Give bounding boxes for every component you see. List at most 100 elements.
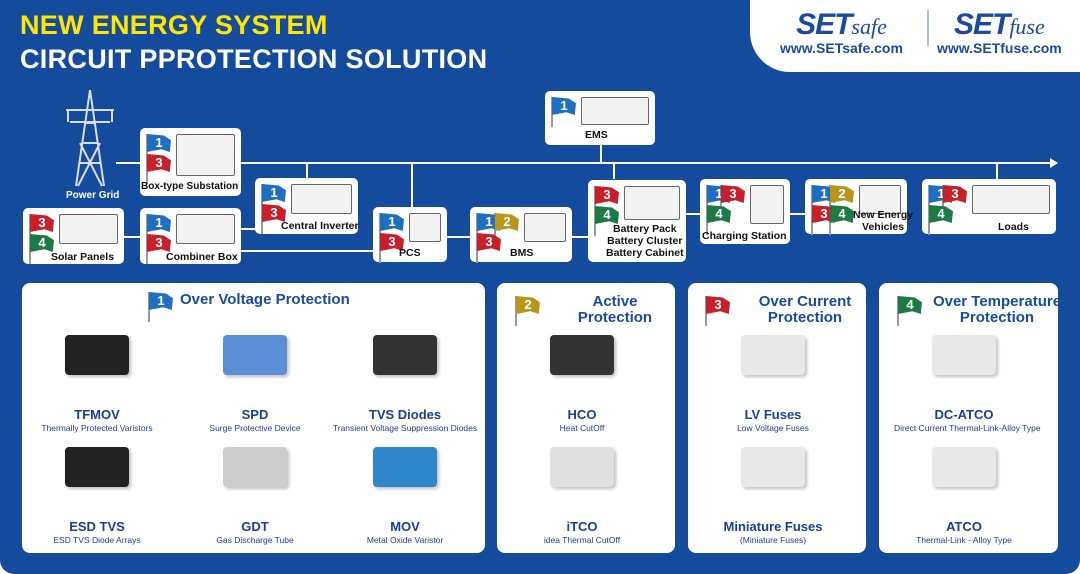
flag-pole bbox=[148, 292, 150, 322]
logo-header-panel bbox=[750, 0, 1080, 72]
node-label: Box-type Substation bbox=[141, 181, 239, 192]
product-image-hco bbox=[550, 335, 614, 375]
connector bbox=[241, 250, 373, 252]
product-name: HCO bbox=[567, 407, 597, 422]
setsafe-url[interactable]: www.SETsafe.com bbox=[780, 40, 903, 56]
flag-1-icon: 1 bbox=[147, 134, 171, 152]
device-illustration bbox=[972, 185, 1050, 214]
flag-pole bbox=[594, 186, 596, 216]
flag-3-icon: 3 bbox=[595, 186, 619, 204]
flag-pole bbox=[379, 213, 381, 243]
connector bbox=[447, 236, 470, 238]
node-label: Charging Station bbox=[702, 230, 787, 242]
flag-pole bbox=[705, 296, 707, 326]
product-name: ATCO bbox=[946, 519, 982, 534]
logo-suffix: safe bbox=[851, 14, 887, 39]
flag-3-icon: 3 bbox=[147, 234, 171, 252]
product-description: Low Voltage Fuses bbox=[737, 423, 809, 433]
product-name: DC-ATCO bbox=[934, 407, 994, 422]
product-name: iTCO bbox=[566, 519, 598, 534]
product-miniature-fuses[interactable]: Miniature Fuses(Miniature Fuses) bbox=[703, 519, 843, 545]
flag-2-icon: 2 bbox=[830, 185, 854, 203]
connector bbox=[411, 162, 413, 207]
setsafe-logo[interactable]: SETsafe www.SETsafe.com bbox=[780, 8, 903, 56]
logo-suffix: fuse bbox=[1009, 14, 1045, 39]
connector bbox=[600, 145, 602, 162]
logo-brand: SET bbox=[796, 8, 852, 41]
flag-pole bbox=[515, 296, 517, 326]
product-image-lv-fuses bbox=[741, 335, 805, 375]
device-illustration bbox=[624, 186, 680, 220]
product-description: Gas Discharge Tube bbox=[216, 535, 294, 545]
product-description: Transient Voltage Suppression Diodes bbox=[332, 423, 478, 433]
flag-pole bbox=[146, 214, 148, 244]
flag-pole bbox=[811, 205, 813, 235]
connector bbox=[790, 213, 805, 215]
flag-4-icon: 4 bbox=[30, 234, 54, 252]
title-line-1: NEW ENERGY SYSTEM bbox=[20, 10, 328, 40]
product-description: idea Thermal CutOff bbox=[543, 535, 621, 545]
connector bbox=[996, 162, 998, 179]
flag-pole bbox=[811, 185, 813, 215]
setfuse-url[interactable]: www.SETfuse.com bbox=[937, 40, 1062, 56]
setfuse-logo[interactable]: SETfuse www.SETfuse.com bbox=[937, 8, 1062, 56]
connector bbox=[613, 162, 615, 179]
product-image-miniature-fuses bbox=[741, 447, 805, 487]
product-image-atco bbox=[932, 447, 996, 487]
flag-pole bbox=[146, 154, 148, 184]
flag-pole bbox=[706, 205, 708, 235]
flag-3-icon: 3 bbox=[30, 214, 54, 232]
product-image-gdt bbox=[223, 447, 287, 487]
flag-2-icon: 2 bbox=[516, 296, 540, 314]
device-illustration bbox=[859, 185, 901, 214]
product-description: Thermal-Link - Alloy Type bbox=[916, 535, 1012, 545]
flag-4-icon: 4 bbox=[898, 296, 922, 314]
flag-1-icon: 1 bbox=[552, 97, 576, 115]
device-illustration bbox=[176, 214, 235, 244]
panel-active-protection bbox=[497, 283, 675, 553]
flag-3-icon: 3 bbox=[262, 204, 286, 222]
flag-1-icon: 1 bbox=[262, 184, 286, 202]
product-name: TVS Diodes bbox=[368, 407, 442, 422]
panel-over-current bbox=[688, 283, 866, 553]
product-name: GDT bbox=[241, 519, 269, 534]
flag-pole bbox=[146, 234, 148, 264]
category-title: Over Current Protection bbox=[758, 293, 852, 326]
power-grid-label: Power Grid bbox=[66, 190, 120, 201]
flag-3-icon: 3 bbox=[380, 233, 404, 251]
flag-pole bbox=[551, 97, 553, 127]
device-illustration bbox=[524, 213, 566, 242]
panel-over-temperature bbox=[879, 283, 1058, 553]
product-description: ESD TVS Diode Arrays bbox=[53, 535, 141, 545]
connector bbox=[686, 213, 700, 215]
product-image-spd bbox=[223, 335, 287, 375]
product-image-tvs-diodes bbox=[373, 335, 437, 375]
device-illustration bbox=[59, 214, 118, 244]
flag-pole bbox=[928, 205, 930, 235]
product-description: Metal Oxide Varistor bbox=[366, 535, 444, 545]
flag-pole bbox=[379, 233, 381, 263]
